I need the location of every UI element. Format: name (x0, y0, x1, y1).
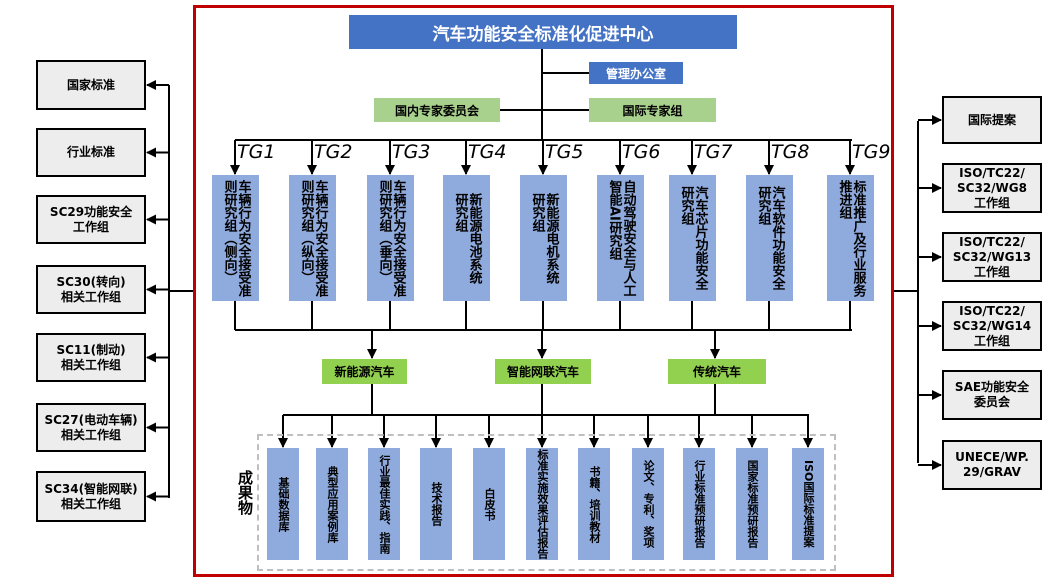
tg-box-text: 新能源电机系统 研究组 (529, 192, 559, 284)
output-box: 基础数据库 (267, 448, 299, 560)
output-text: 论文、专利、奖项 (642, 460, 655, 548)
output-box: ISO国际标准提案 (792, 448, 824, 560)
output-text: 基础数据库 (277, 476, 290, 532)
domestic-committee-box: 国内专家委员会 (374, 98, 500, 122)
tg-box-2: 车辆行为安全接受准 则研究组（纵向） (289, 175, 336, 301)
tg-label-6: TG6 (622, 141, 661, 163)
tg-box-text: 车辆行为安全接受准 则研究组（侧向） (221, 179, 251, 297)
tg-box-5: 新能源电机系统 研究组 (520, 175, 567, 301)
international-group-box: 国际专家组 (589, 98, 716, 122)
output-text: 行业标准预研报告 (693, 460, 706, 548)
left-item-box: SC30(转向) 相关工作组 (36, 265, 146, 314)
tg-label-3: TG3 (392, 141, 431, 163)
right-item-box: 国际提案 (942, 96, 1042, 144)
left-item-box: 国家标准 (36, 60, 146, 110)
tg-label-5: TG5 (545, 141, 584, 163)
left-item-box: SC34(智能网联) 相关工作组 (36, 471, 146, 522)
right-item-box: UNECE/WP. 29/GRAV (942, 440, 1042, 490)
tg-box-4: 新能源电池系统 研究组 (443, 175, 490, 301)
tg-box-8: 汽车软件功能安全 研究组 (746, 175, 793, 301)
tg-box-text: 汽车芯片功能安全 研究组 (678, 186, 708, 290)
right-item-box: SAE功能安全 委员会 (942, 370, 1042, 420)
output-box: 白皮书 (473, 448, 505, 560)
output-box: 典型应用案例库 (316, 448, 348, 560)
tg-box-text: 车辆行为安全接受准 则研究组（垂向） (376, 179, 406, 297)
output-box: 论文、专利、奖项 (632, 448, 664, 560)
output-text: 白皮书 (483, 487, 496, 521)
tg-label-2: TG2 (314, 141, 353, 163)
output-text: 行业最佳实践、指南 (378, 454, 391, 554)
tg-box-9: 标准推广及行业服务 推进组 (827, 175, 874, 301)
output-box: 技术报告 (420, 448, 452, 560)
management-office-box: 管理办公室 (589, 62, 683, 84)
output-box: 国家标准预研报告 (736, 448, 768, 560)
tg-box-text: 汽车软件功能安全 研究组 (755, 186, 785, 290)
tg-label-7: TG7 (694, 141, 733, 163)
output-box: 标准实施效果评估报告 (526, 448, 558, 560)
output-text: 典型应用案例库 (326, 465, 339, 543)
right-item-box: ISO/TC22/ SC32/WG13 工作组 (942, 232, 1042, 282)
outputs-container (257, 434, 836, 571)
tg-box-3: 车辆行为安全接受准 则研究组（垂向） (367, 175, 414, 301)
center-title: 汽车功能安全标准化促进中心 (349, 15, 737, 49)
tg-box-text: 标准推广及行业服务 推进组 (836, 179, 866, 297)
output-box: 行业最佳实践、指南 (368, 448, 400, 560)
category-traditional: 传统汽车 (668, 359, 766, 384)
tg-box-text: 自动驾驶安全与人工 智能AI研究组 (606, 179, 636, 297)
tg-label-9: TG9 (852, 141, 891, 163)
tg-label-4: TG4 (468, 141, 507, 163)
tg-box-text: 车辆行为安全接受准 则研究组（纵向） (298, 179, 328, 297)
center-frame (193, 5, 894, 577)
tg-box-7: 汽车芯片功能安全 研究组 (669, 175, 716, 301)
output-text: 标准实施效果评估报告 (536, 449, 549, 559)
output-box: 书籍、培训教材 (578, 448, 610, 560)
tg-box-text: 新能源电池系统 研究组 (452, 192, 482, 284)
right-item-box: ISO/TC22/ SC32/WG8 工作组 (942, 163, 1042, 213)
category-connected: 智能网联汽车 (495, 359, 591, 384)
tg-box-1: 车辆行为安全接受准 则研究组（侧向） (212, 175, 259, 301)
left-item-box: 行业标准 (36, 128, 146, 177)
left-item-box: SC11(制动) 相关工作组 (36, 333, 146, 382)
right-item-box: ISO/TC22/ SC32/WG14 工作组 (942, 301, 1042, 351)
tg-label-8: TG8 (771, 141, 810, 163)
output-text: 国家标准预研报告 (746, 460, 759, 548)
tg-box-6: 自动驾驶安全与人工 智能AI研究组 (597, 175, 644, 301)
output-text: 技术报告 (430, 482, 443, 526)
outputs-label: 成果物 (236, 470, 254, 515)
left-item-box: SC29功能安全 工作组 (36, 195, 146, 244)
tg-label-1: TG1 (237, 141, 276, 163)
output-box: 行业标准预研报告 (683, 448, 715, 560)
category-new-energy: 新能源汽车 (322, 359, 407, 384)
output-text: 书籍、培训教材 (588, 465, 601, 543)
output-text: ISO国际标准提案 (802, 460, 815, 548)
left-item-box: SC27(电动车辆) 相关工作组 (36, 403, 146, 452)
